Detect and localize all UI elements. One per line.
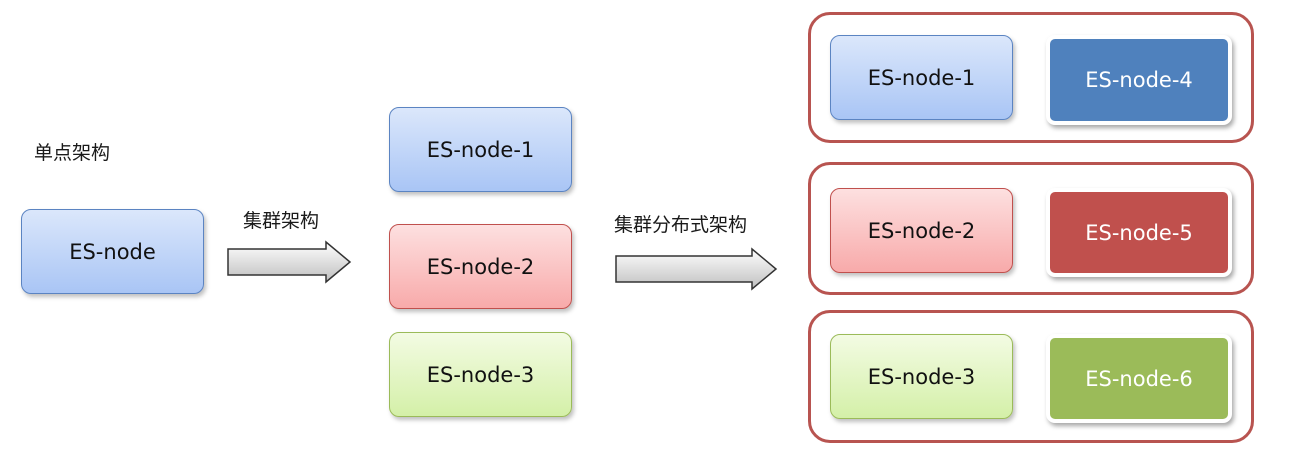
cluster-node-2: ES-node-2 xyxy=(389,224,572,309)
arrow-right-icon xyxy=(615,247,778,291)
group-1-replica-node: ES-node-4 xyxy=(1046,35,1232,125)
distributed-group-2: ES-node-2 ES-node-5 xyxy=(808,162,1254,295)
group-2-replica-node: ES-node-5 xyxy=(1046,188,1232,277)
cluster-node-3: ES-node-3 xyxy=(389,332,572,417)
distributed-architecture-label: 集群分布式架构 xyxy=(614,214,748,236)
group-3-primary-node: ES-node-3 xyxy=(830,334,1013,419)
distributed-group-3: ES-node-3 ES-node-6 xyxy=(808,310,1254,443)
arrow-right-icon xyxy=(227,240,352,284)
group-2-primary-node: ES-node-2 xyxy=(830,188,1013,273)
group-3-replica-node: ES-node-6 xyxy=(1046,334,1232,423)
group-1-primary-node: ES-node-1 xyxy=(830,35,1013,120)
cluster-node-1: ES-node-1 xyxy=(389,107,572,192)
cluster-architecture-label: 集群架构 xyxy=(243,210,320,232)
single-architecture-label: 单点架构 xyxy=(34,142,111,164)
single-es-node: ES-node xyxy=(21,209,204,294)
distributed-group-1: ES-node-1 ES-node-4 xyxy=(808,12,1254,143)
